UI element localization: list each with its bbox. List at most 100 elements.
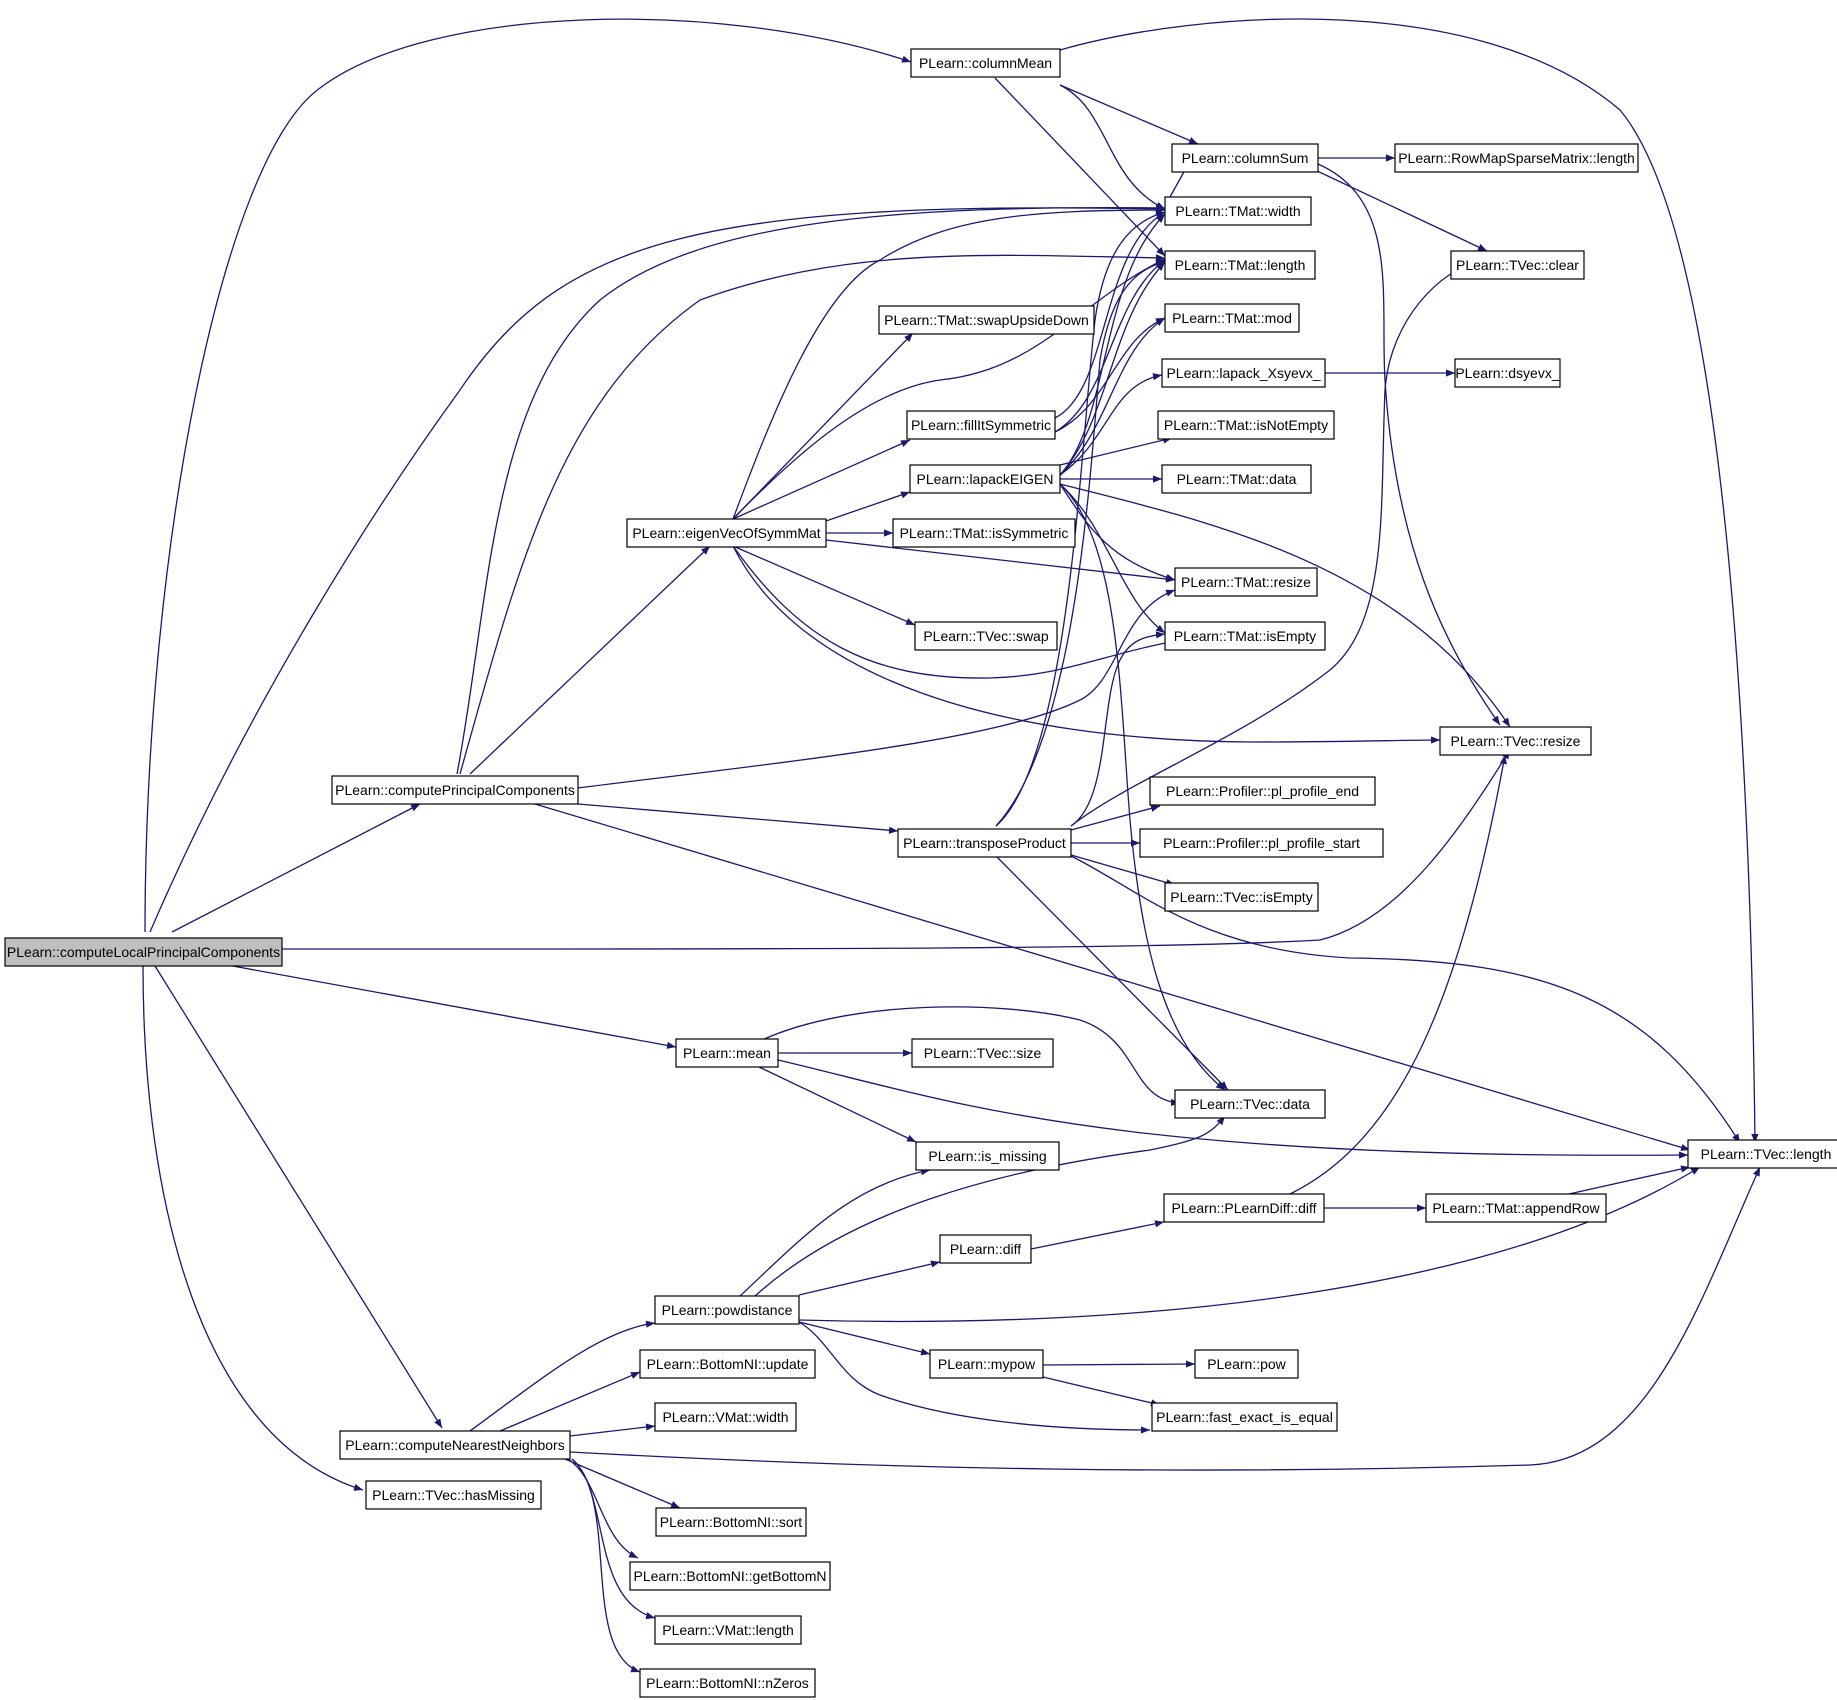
- node-tvecLength[interactable]: PLearn::TVec::length: [1687, 1139, 1837, 1169]
- node-tvecResize[interactable]: PLearn::TVec::resize: [1439, 726, 1592, 756]
- node-box[interactable]: [915, 1141, 1060, 1171]
- node-box[interactable]: [910, 48, 1061, 78]
- node-fillSym[interactable]: PLearn::fillItSymmetric: [906, 410, 1056, 440]
- node-box[interactable]: [639, 1668, 816, 1698]
- node-powdist[interactable]: PLearn::powdistance: [654, 1295, 800, 1325]
- node-box[interactable]: [1394, 143, 1639, 173]
- node-profEnd[interactable]: PLearn::Profiler::pl_profile_end: [1149, 776, 1376, 806]
- node-colMean[interactable]: PLearn::columnMean: [910, 48, 1061, 78]
- node-box[interactable]: [1164, 250, 1316, 280]
- node-hasMissing[interactable]: PLearn::TVec::hasMissing: [365, 1480, 542, 1510]
- node-mypow[interactable]: PLearn::mypow: [929, 1349, 1044, 1379]
- node-pdDiff[interactable]: PLearn::PLearnDiff::diff: [1163, 1193, 1325, 1223]
- node-box[interactable]: [1151, 1402, 1338, 1432]
- node-box[interactable]: [897, 828, 1072, 858]
- node-box[interactable]: [1163, 1193, 1325, 1223]
- node-box[interactable]: [1164, 303, 1300, 333]
- node-box[interactable]: [331, 775, 579, 805]
- node-box[interactable]: [675, 1038, 779, 1068]
- node-box[interactable]: [1450, 250, 1585, 280]
- node-box[interactable]: [914, 621, 1058, 651]
- edge-root-hasMissing: [142, 965, 364, 1491]
- node-box[interactable]: [1161, 358, 1326, 388]
- node-tvecData[interactable]: PLearn::TVec::data: [1174, 1089, 1326, 1119]
- node-box[interactable]: [1161, 464, 1312, 494]
- node-tvecSize[interactable]: PLearn::TVec::size: [911, 1038, 1054, 1068]
- node-bnZeros[interactable]: PLearn::BottomNI::nZeros: [639, 1668, 816, 1698]
- node-lapackX[interactable]: PLearn::lapack_Xsyevx_: [1161, 358, 1326, 388]
- node-notEmpty[interactable]: PLearn::TMat::isNotEmpty: [1157, 410, 1335, 440]
- node-box[interactable]: [1171, 143, 1319, 173]
- node-rmsmLen[interactable]: PLearn::RowMapSparseMatrix::length: [1394, 143, 1639, 173]
- node-tvecSwap[interactable]: PLearn::TVec::swap: [914, 621, 1058, 651]
- node-box[interactable]: [626, 518, 827, 548]
- node-tmatLength[interactable]: PLearn::TMat::length: [1164, 250, 1316, 280]
- node-profStart[interactable]: PLearn::Profiler::pl_profile_start: [1139, 828, 1384, 858]
- node-label: PLearn::transposeProduct: [903, 835, 1066, 851]
- node-box[interactable]: [654, 1402, 797, 1432]
- node-box[interactable]: [878, 305, 1095, 335]
- node-isMissing[interactable]: PLearn::is_missing: [915, 1141, 1060, 1171]
- edge-transP-tmatEmpty: [1070, 631, 1166, 827]
- node-box[interactable]: [629, 1561, 831, 1591]
- node-cpc[interactable]: PLearn::computePrincipalComponents: [331, 775, 579, 805]
- node-box[interactable]: [929, 1349, 1044, 1379]
- node-root[interactable]: PLearn::computeLocalPrincipalComponents: [4, 937, 283, 967]
- node-appendRow[interactable]: PLearn::TMat::appendRow: [1425, 1193, 1607, 1223]
- node-box[interactable]: [365, 1480, 542, 1510]
- node-label: PLearn::BottomNI::getBottomN: [634, 1568, 827, 1584]
- node-diff[interactable]: PLearn::diff: [939, 1234, 1032, 1264]
- node-box[interactable]: [1164, 621, 1326, 651]
- node-tmatWidth[interactable]: PLearn::TMat::width: [1164, 196, 1312, 226]
- node-eigVec[interactable]: PLearn::eigenVecOfSymmMat: [626, 518, 827, 548]
- node-box[interactable]: [639, 1349, 816, 1379]
- node-box[interactable]: [1164, 882, 1319, 912]
- node-mean[interactable]: PLearn::mean: [675, 1038, 779, 1068]
- edge-cnn-bnZeros: [571, 1458, 641, 1673]
- node-tmatEmpty[interactable]: PLearn::TMat::isEmpty: [1164, 621, 1326, 651]
- node-tmatData[interactable]: PLearn::TMat::data: [1161, 464, 1312, 494]
- node-swapUD[interactable]: PLearn::TMat::swapUpsideDown: [878, 305, 1095, 335]
- node-dsyevx[interactable]: PLearn::dsyevx_: [1454, 358, 1561, 388]
- node-box[interactable]: [1439, 726, 1592, 756]
- node-box[interactable]: [654, 1615, 802, 1645]
- node-box[interactable]: [1139, 828, 1384, 858]
- edge-transP-tvecData: [995, 855, 1229, 1091]
- node-isSym[interactable]: PLearn::TMat::isSymmetric: [892, 518, 1076, 548]
- node-box[interactable]: [339, 1430, 571, 1460]
- node-tvecClear[interactable]: PLearn::TVec::clear: [1450, 250, 1585, 280]
- node-box[interactable]: [1149, 776, 1376, 806]
- node-vmatLength[interactable]: PLearn::VMat::length: [654, 1615, 802, 1645]
- node-fastEq[interactable]: PLearn::fast_exact_is_equal: [1151, 1402, 1338, 1432]
- node-cnn[interactable]: PLearn::computeNearestNeighbors: [339, 1430, 571, 1460]
- node-box[interactable]: [909, 464, 1061, 494]
- node-box[interactable]: [1164, 196, 1312, 226]
- node-lapackE[interactable]: PLearn::lapackEIGEN: [909, 464, 1061, 494]
- node-box[interactable]: [1194, 1349, 1299, 1379]
- node-tvecEmpty[interactable]: PLearn::TVec::isEmpty: [1164, 882, 1319, 912]
- node-bnGetBottom[interactable]: PLearn::BottomNI::getBottomN: [629, 1561, 831, 1591]
- node-box[interactable]: [654, 1295, 800, 1325]
- node-box[interactable]: [4, 937, 283, 967]
- node-tmatMod[interactable]: PLearn::TMat::mod: [1164, 303, 1300, 333]
- node-box[interactable]: [1174, 1089, 1326, 1119]
- node-transP[interactable]: PLearn::transposeProduct: [897, 828, 1072, 858]
- node-box[interactable]: [1174, 567, 1318, 597]
- node-colSum[interactable]: PLearn::columnSum: [1171, 143, 1319, 173]
- node-tmatResize[interactable]: PLearn::TMat::resize: [1174, 567, 1318, 597]
- node-box[interactable]: [1157, 410, 1335, 440]
- node-bnUpdate[interactable]: PLearn::BottomNI::update: [639, 1349, 816, 1379]
- node-box[interactable]: [939, 1234, 1032, 1264]
- node-box[interactable]: [892, 518, 1076, 548]
- node-box[interactable]: [655, 1507, 807, 1537]
- node-bnSort[interactable]: PLearn::BottomNI::sort: [655, 1507, 807, 1537]
- node-box[interactable]: [906, 410, 1056, 440]
- edge-lapackE-tmatWidth: [1059, 213, 1166, 476]
- node-pow[interactable]: PLearn::pow: [1194, 1349, 1299, 1379]
- node-vmatWidth[interactable]: PLearn::VMat::width: [654, 1402, 797, 1432]
- node-box[interactable]: [1687, 1139, 1837, 1169]
- node-box[interactable]: [1454, 358, 1561, 388]
- node-box[interactable]: [1425, 1193, 1607, 1223]
- node-box[interactable]: [911, 1038, 1054, 1068]
